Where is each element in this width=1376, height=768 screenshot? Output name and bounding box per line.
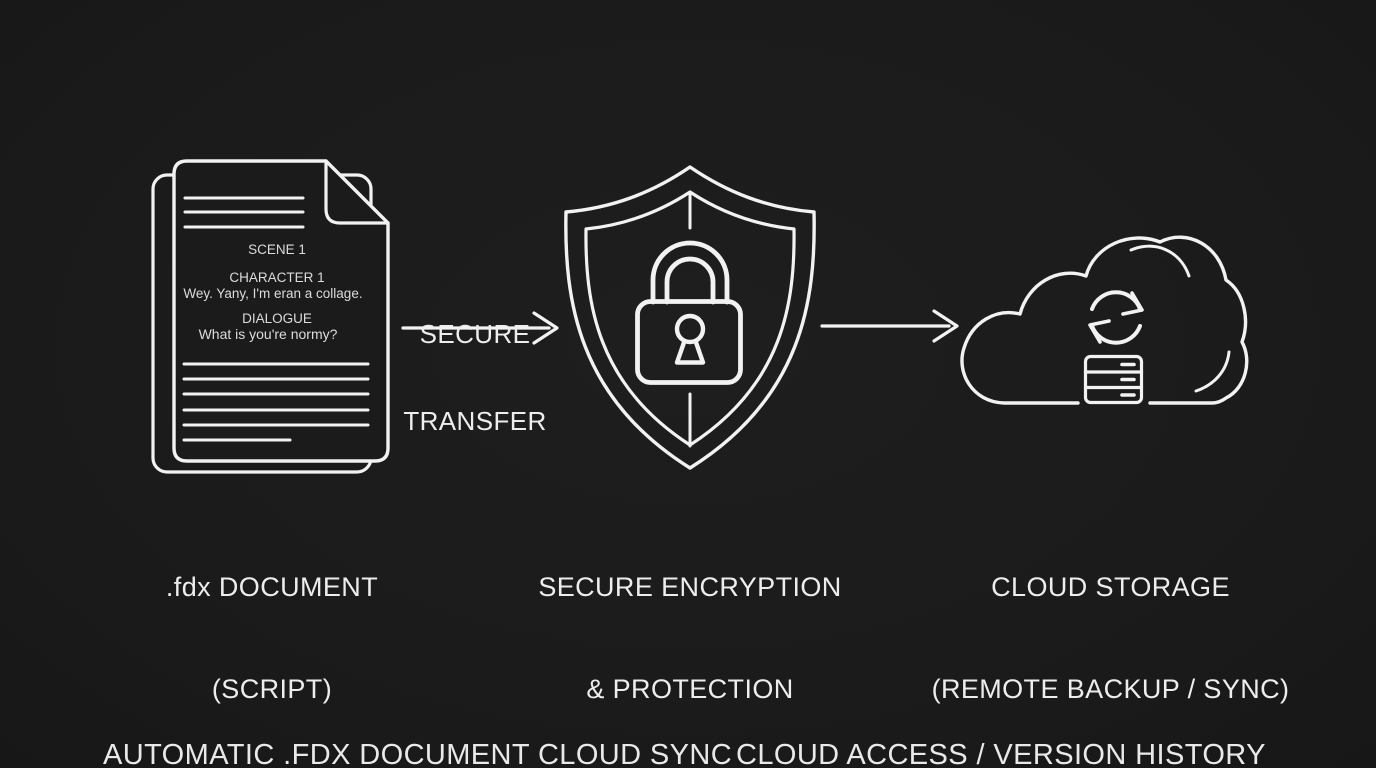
document-caption: .fdx DOCUMENT (SCRIPT) [112, 502, 432, 768]
script-dialogue-heading: DIALOGUE [242, 311, 312, 326]
cloud-caption-line2: (REMOTE BACKUP / SYNC) [931, 674, 1290, 704]
arrow-right-icon-transfer [401, 311, 559, 345]
sync-arrows-icon [1088, 290, 1144, 345]
cloud-highlight-arc-bottom [1194, 350, 1231, 393]
shield-lock-icon [564, 165, 816, 470]
server-stack-icon [1083, 354, 1144, 405]
document-caption-line1: .fdx DOCUMENT [165, 572, 379, 602]
script-scene-heading: SCENE 1 [248, 242, 306, 257]
encryption-caption: SECURE ENCRYPTION & PROTECTION (LOCK) [530, 502, 850, 768]
script-dialogue-line: What is you're normy? [199, 326, 338, 342]
cloud-caption-line1: CLOUD STORAGE [991, 572, 1230, 602]
cloud-highlight-arc-top [1129, 244, 1191, 278]
encryption-caption-line1: SECURE ENCRYPTION [538, 572, 842, 602]
shield-outer-outline [564, 165, 816, 470]
secure-transfer-line1: SECURE [419, 319, 531, 349]
footer-left-line1: AUTOMATIC .FDX DOCUMENT CLOUD SYNC [103, 739, 733, 768]
document-script-text: SCENE 1 CHARACTER 1 Wey. Yany, I'm eran … [183, 242, 362, 342]
padlock-shackle-outer [650, 240, 730, 305]
arrow-right-icon-cloud [820, 309, 959, 343]
footer-left-block: AUTOMATIC .FDX DOCUMENT CLOUD SYNC LOCAL… [103, 660, 733, 768]
secure-transfer-label: SECURE TRANSFER [395, 262, 555, 494]
footer-right-line1: CLOUD ACCESS / VERSION HISTORY [736, 739, 1266, 768]
keyhole-stem [674, 338, 706, 365]
document-fold-corner [324, 159, 390, 225]
padlock-body [635, 299, 743, 385]
encryption-caption-line2: & PROTECTION [586, 674, 794, 704]
cloud-caption: CLOUD STORAGE (REMOTE BACKUP / SYNC) [918, 502, 1303, 768]
document-header-lines [183, 196, 305, 229]
script-character-heading: CHARACTER 1 [229, 270, 324, 285]
document-body-lines [182, 362, 370, 442]
cloud-sync-icon [960, 235, 1249, 405]
secure-transfer-line2: TRANSFER [403, 406, 547, 436]
document-front-page [172, 159, 390, 463]
document-caption-line2: (SCRIPT) [211, 674, 333, 704]
padlock-shackle-inner [664, 256, 716, 305]
keyhole-circle [674, 313, 706, 345]
padlock-icon [635, 240, 743, 385]
script-character-line: Wey. Yany, I'm eran a collage. [183, 286, 362, 301]
fdx-document-icon [151, 159, 390, 474]
footer-right-block: CLOUD ACCESS / VERSION HISTORY AES-256 E… [736, 660, 1336, 768]
cloud-outline [960, 235, 1249, 405]
